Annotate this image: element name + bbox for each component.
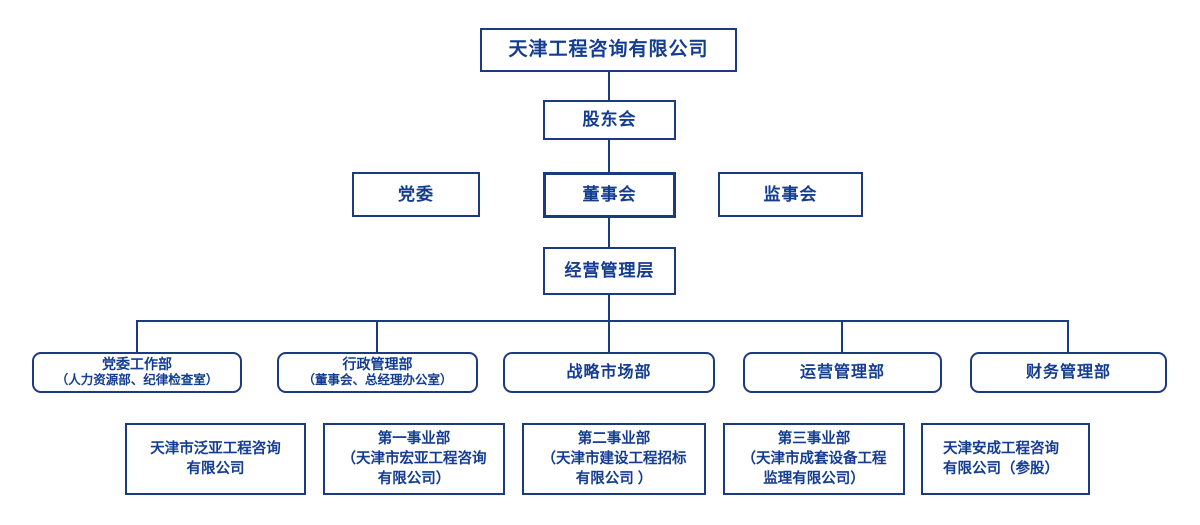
subsidiary-line: 第三事业部 — [777, 431, 851, 447]
connector-departments-rail — [136, 320, 1069, 322]
connector-management-to-departments — [608, 295, 610, 352]
dept-box-finance: 财务管理部 — [970, 352, 1167, 393]
dept-box-strategy-market: 战略市场部 — [503, 352, 715, 393]
org-box-root: 天津工程咨询有限公司 — [480, 28, 737, 72]
connector-drop-dept-5 — [1067, 320, 1069, 352]
dept-name: 行政管理部 — [342, 355, 413, 372]
subsidiary-line: 有限公司 ） — [575, 471, 653, 487]
org-box-management: 经营管理层 — [543, 247, 676, 295]
subsidiary-line: （天津市宏亚工程咨询 — [341, 451, 487, 467]
org-box-board-label: 董事会 — [582, 185, 637, 205]
dept-subname: （人力资源部、纪律检查室） — [55, 373, 219, 388]
subsidiary-box-division-3: 第三事业部 （天津市成套设备工程 监理有限公司） — [723, 423, 905, 495]
org-box-root-label: 天津工程咨询有限公司 — [508, 39, 709, 61]
subsidiary-line: 监理有限公司） — [763, 471, 865, 487]
dept-name: 战略市场部 — [566, 363, 652, 381]
dept-subname: （董事会、总经理办公室） — [302, 373, 453, 388]
subsidiary-box-division-2: 第二事业部 （天津市建设工程招标 有限公司 ） — [522, 423, 706, 495]
subsidiary-line: 有限公司） — [377, 471, 451, 487]
dept-box-administration: 行政管理部 （董事会、总经理办公室） — [277, 352, 478, 393]
connector-drop-dept-4 — [841, 320, 843, 352]
dept-name: 财务管理部 — [1025, 363, 1111, 381]
subsidiary-box-ancheng: 天津安成工程咨询 有限公司（参股） — [921, 423, 1090, 495]
org-box-party-committee: 党委 — [352, 172, 480, 217]
subsidiary-line: （天津市成套设备工程 — [741, 451, 887, 467]
dept-name: 党委工作部 — [102, 355, 172, 372]
dept-box-party-work: 党委工作部 （人力资源部、纪律检查室） — [32, 352, 242, 393]
org-box-shareholders-label: 股东会 — [582, 110, 637, 130]
subsidiary-line: 有限公司（参股） — [943, 461, 1059, 477]
org-box-party-committee-label: 党委 — [398, 184, 434, 204]
connector-shareholders-to-board — [608, 140, 610, 172]
subsidiary-line: 第一事业部 — [377, 431, 451, 447]
connector-drop-dept-1 — [136, 320, 138, 352]
subsidiary-line: （天津市建设工程招标 — [541, 451, 687, 467]
org-box-supervisory-board-label: 监事会 — [763, 184, 818, 204]
org-box-supervisory-board: 监事会 — [718, 172, 863, 217]
connector-root-to-shareholders — [608, 72, 610, 100]
subsidiary-line: 有限公司 — [186, 461, 245, 477]
connector-drop-dept-2 — [376, 320, 378, 352]
dept-box-operations: 运营管理部 — [743, 352, 942, 393]
subsidiary-line: 第二事业部 — [577, 431, 651, 447]
subsidiary-box-fanya: 天津市泛亚工程咨询 有限公司 — [125, 423, 306, 495]
org-box-board: 董事会 — [543, 172, 676, 218]
subsidiary-box-division-1: 第一事业部 （天津市宏亚工程咨询 有限公司） — [323, 423, 505, 495]
subsidiary-line: 天津安成工程咨询 — [943, 441, 1059, 457]
dept-name: 运营管理部 — [799, 363, 885, 381]
connector-board-to-management — [608, 217, 610, 247]
org-box-management-label: 经营管理层 — [564, 261, 655, 281]
org-box-shareholders: 股东会 — [543, 100, 676, 140]
subsidiary-line: 天津市泛亚工程咨询 — [150, 441, 281, 457]
